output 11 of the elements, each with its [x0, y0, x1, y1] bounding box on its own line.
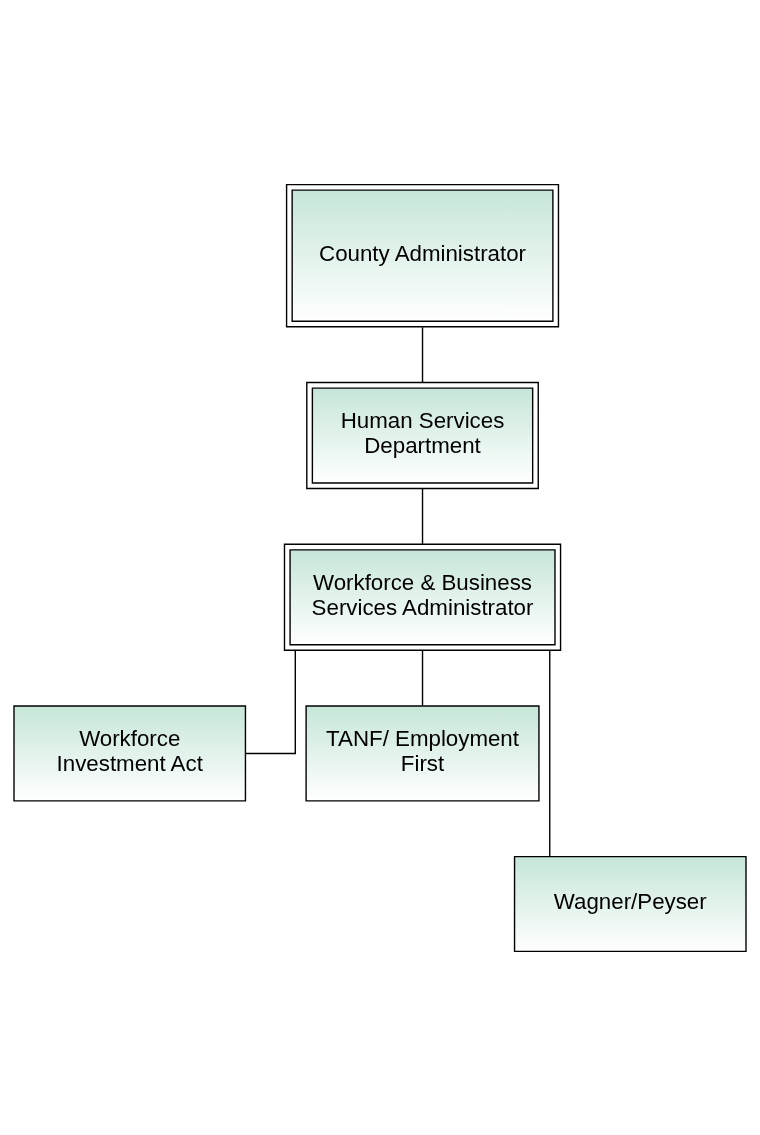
node-box: Workforce & Business Services Administrator	[283, 543, 562, 651]
node-box: TANF/ Employment First	[305, 704, 540, 802]
connector	[549, 649, 551, 857]
node-box: Wagner/Peyser	[513, 855, 747, 952]
node-box: Workforce Investment Act	[13, 704, 247, 802]
connector	[421, 487, 424, 545]
connector	[244, 649, 296, 754]
node-box: County Administrator	[285, 183, 560, 327]
connector	[421, 649, 424, 706]
node-box: Human Services Department	[306, 381, 539, 489]
connector	[421, 326, 424, 383]
